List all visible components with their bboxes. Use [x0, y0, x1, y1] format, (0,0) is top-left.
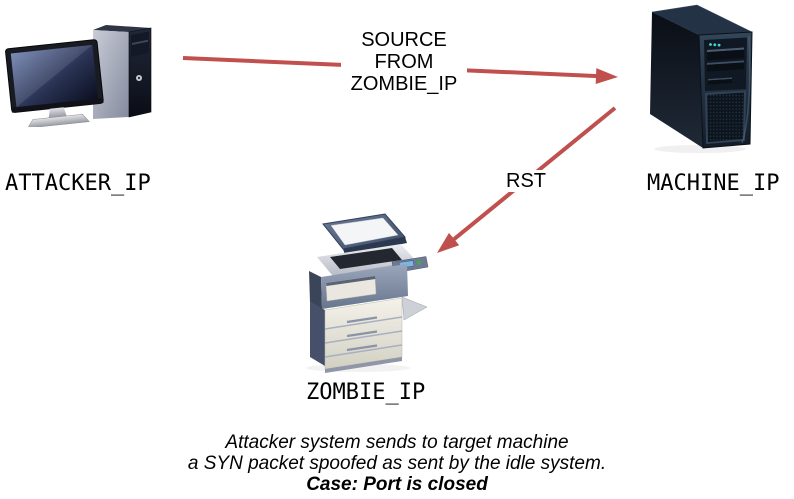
caption-line: Case: Port is closed	[306, 474, 488, 495]
server-tower-icon	[650, 4, 753, 153]
zombie-node	[295, 210, 430, 375]
syn-edge-label-line: ZOMBIE_IP	[350, 73, 458, 95]
computer-tower	[93, 25, 152, 119]
syn-edge-label-line: FROM	[374, 51, 434, 73]
caption-line: a SYN packet spoofed as sent by the idle…	[187, 453, 607, 474]
printer-body	[309, 264, 428, 373]
desktop-computer-icon	[5, 25, 152, 129]
machine-node	[645, 2, 760, 154]
caption-line: Attacker system sends to target machine	[225, 432, 569, 453]
zombie-label: ZOMBIE_IP	[306, 380, 426, 405]
copier-printer-icon	[306, 213, 429, 373]
machine-label: MACHINE_IP	[647, 171, 780, 196]
rst-edge-label: RST	[502, 170, 550, 192]
server-body	[650, 4, 753, 149]
computer-monitor	[5, 39, 104, 129]
syn-edge-label: SOURCE FROM ZOMBIE_IP	[341, 29, 467, 95]
syn-edge-label-line: SOURCE	[361, 29, 447, 51]
caption: Attacker system sends to target machine …	[0, 432, 794, 495]
attacker-label: ATTACKER_IP	[5, 171, 151, 196]
attacker-node	[5, 22, 155, 129]
